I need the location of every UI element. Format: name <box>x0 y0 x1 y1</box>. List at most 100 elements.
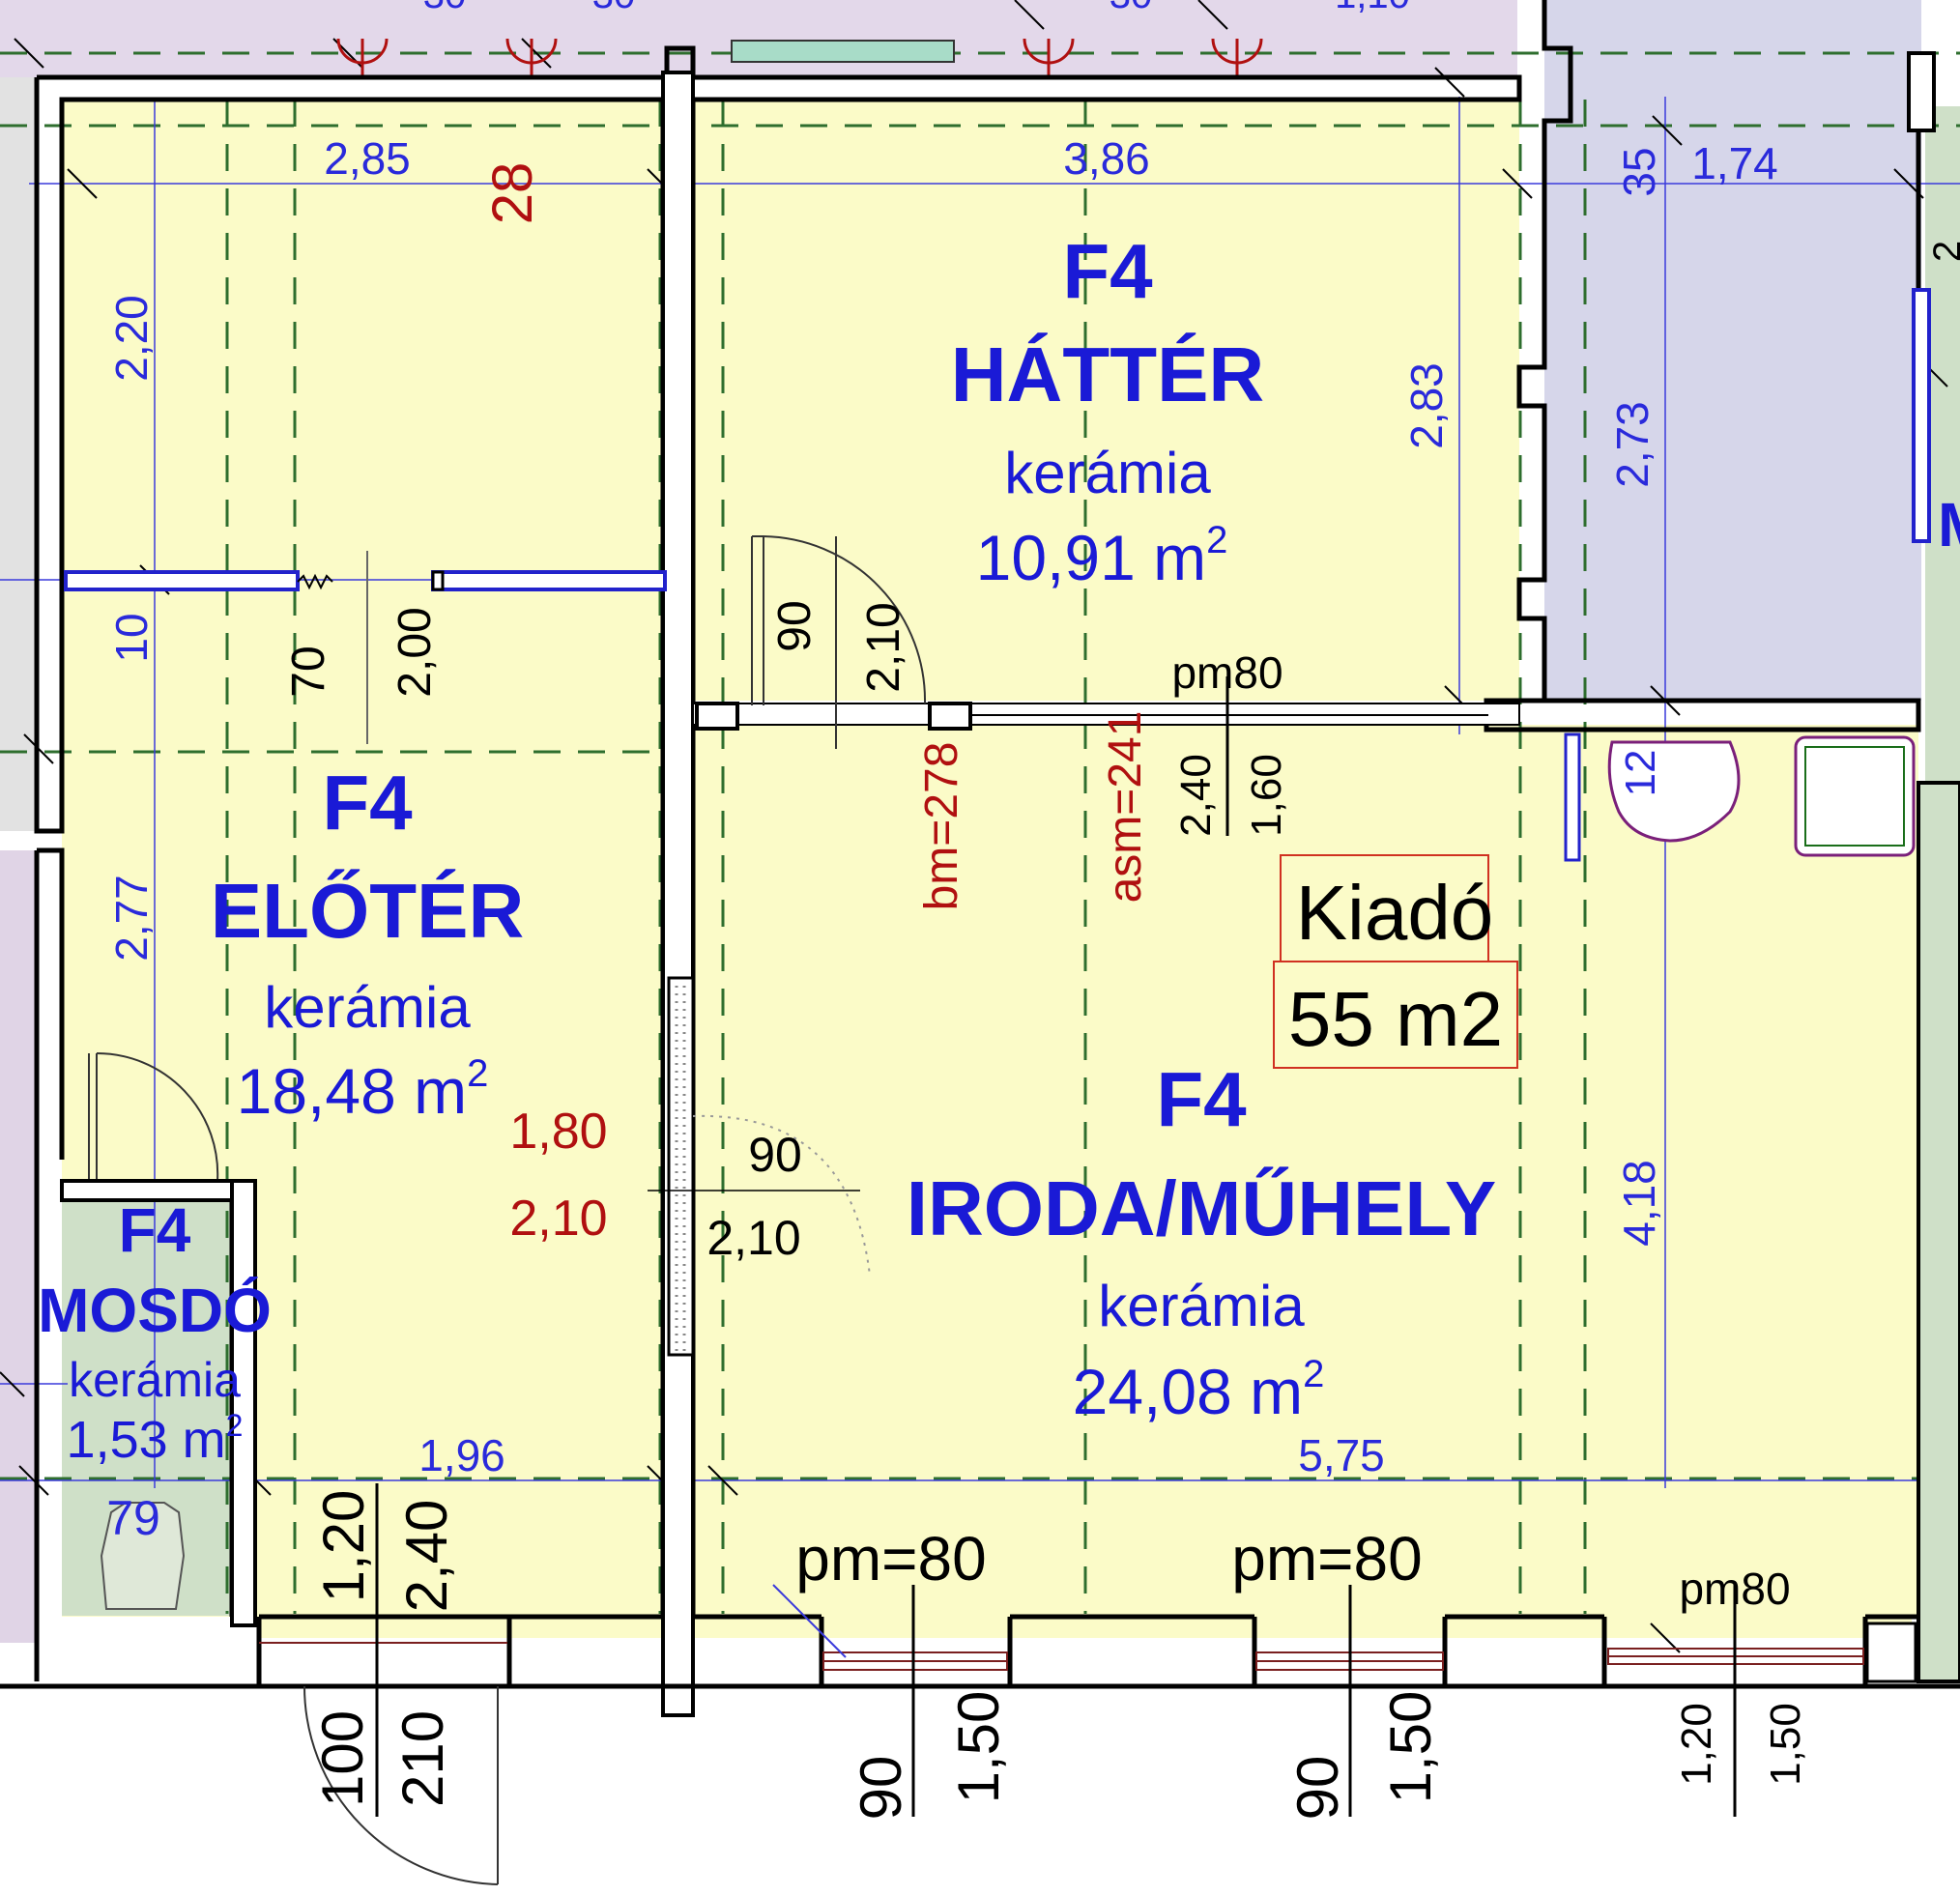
mosdo-area-exp: 2 <box>226 1408 244 1443</box>
eloter-area-exp: 2 <box>467 1052 488 1095</box>
hatter-name: HÁTTÉR <box>951 331 1264 417</box>
front-windows <box>822 1648 1864 1671</box>
entry-door-swing <box>303 1685 499 1885</box>
dim-eloter-lower-height: 2,77 <box>106 875 157 962</box>
dim-door-70: 70 <box>283 646 334 697</box>
dim-door-200: 2,00 <box>389 607 441 697</box>
dim-eloter-upper-height: 2,20 <box>106 295 157 382</box>
sale-label: Kiadó <box>1296 870 1494 956</box>
dim-wall-12: 12 <box>1617 750 1664 797</box>
top-door-swings <box>336 38 1263 77</box>
dim-top-partial-4: 1,10 <box>1335 0 1410 16</box>
dim-opening-90: 90 <box>748 1128 802 1182</box>
dim-top-partial-3: 30 <box>1110 0 1153 16</box>
dim-bm: bm=278 <box>916 742 967 911</box>
eloter-floor: kerámia <box>264 975 471 1040</box>
mosdo-floor: kerámia <box>69 1353 241 1407</box>
dim-pm80-mid: pm=80 <box>1231 1524 1422 1594</box>
eloter-partition-left <box>64 570 300 591</box>
mosdo-door <box>88 1051 219 1184</box>
front-pillar-right <box>1865 1622 1917 1683</box>
dim-win3-120: 1,20 <box>1673 1703 1720 1786</box>
wall-mid-block <box>661 71 695 1717</box>
hatter-area-exp: 2 <box>1206 519 1227 561</box>
dim-front-240: 2,40 <box>394 1500 459 1613</box>
dim-asm: asm=241 <box>1100 711 1151 904</box>
dim-pm80-left: pm=80 <box>795 1524 986 1594</box>
iroda-area-exp: 2 <box>1303 1353 1324 1395</box>
mosdo-area: 1,53 m2 <box>67 1408 244 1469</box>
dim-pm80-top: pm80 <box>1171 647 1283 698</box>
sale-area: 55 m2 <box>1288 976 1503 1062</box>
dim-right-room-height: 2,73 <box>1607 401 1657 488</box>
partition-post-left <box>695 702 739 731</box>
wall-right-lower <box>1917 781 1960 1683</box>
eloter-name: ELŐTÉR <box>211 868 524 954</box>
dim-red-28: 28 <box>481 162 544 225</box>
dim-top-hatter-width: 3,86 <box>1063 133 1150 184</box>
dim-top-eloter-width: 2,85 <box>324 133 411 184</box>
iroda-area: 24,08 m2 <box>1073 1353 1325 1427</box>
wall-right-blue-post <box>1912 288 1931 543</box>
window-diagonal <box>772 1584 847 1658</box>
dim-h240: 2,40 <box>1172 754 1220 837</box>
left-purple-strip <box>0 850 37 1643</box>
hatter-code: F4 <box>1062 228 1153 314</box>
dim-pm80-right: pm80 <box>1679 1564 1790 1614</box>
eloter-code: F4 <box>322 760 413 846</box>
dim-door-90-upper: 90 <box>769 600 821 651</box>
sliding-arc <box>692 1114 871 1277</box>
sale-box-bottom <box>1273 961 1518 1069</box>
mosdo-area-num: 1,53 m <box>67 1411 226 1469</box>
dim-win1-90: 90 <box>849 1756 913 1821</box>
edge-partial-letter: M <box>1938 490 1960 560</box>
top-vent-element <box>731 40 955 63</box>
dim-hatter-height: 2,83 <box>1401 362 1452 449</box>
dim-wall-10: 10 <box>106 613 157 662</box>
eloter-area: 18,48 m2 <box>237 1052 489 1127</box>
sink-inner <box>1804 746 1905 847</box>
eloter-partition-right-inner <box>431 570 445 591</box>
toilet-symbol <box>1607 740 1741 843</box>
dim-win1-150: 1,50 <box>946 1691 1011 1804</box>
iroda-name: IRODA/MŰHELY <box>907 1165 1496 1251</box>
dim-top-partial-2: 30 <box>592 0 636 16</box>
iroda-code: F4 <box>1156 1056 1247 1142</box>
dim-iroda-height: 4,18 <box>1614 1160 1664 1247</box>
dim-top-partial-1: 30 <box>423 0 467 16</box>
sink-symbol <box>1794 735 1916 857</box>
dim-top-right-width: 1,74 <box>1691 138 1778 188</box>
iroda-area-num: 24,08 m <box>1073 1356 1303 1427</box>
right-room-zone <box>1544 0 1921 701</box>
iroda-floor: kerámia <box>1098 1274 1305 1338</box>
top-neighbor-band <box>0 0 1517 77</box>
partition-post-mid <box>928 702 972 731</box>
dim-opening-210: 2,10 <box>706 1211 800 1265</box>
sliding-opening <box>667 976 695 1357</box>
dim-entry-100: 100 <box>310 1710 375 1807</box>
left-grey-strip <box>0 77 37 831</box>
dim-door-210-upper: 2,10 <box>858 602 909 692</box>
dim-red-180: 1,80 <box>509 1104 607 1160</box>
dim-win2-150: 1,50 <box>1378 1691 1443 1804</box>
iroda-partition-stub <box>1564 732 1581 862</box>
toilet-bowl <box>100 1502 186 1610</box>
dim-win2-90: 90 <box>1285 1756 1350 1821</box>
hatter-area-num: 10,91 m <box>976 522 1206 593</box>
dim-red-210: 2,10 <box>509 1191 607 1247</box>
eloter-partition-right <box>431 570 667 591</box>
window-ref-lines <box>375 676 1737 1817</box>
mosdo-name: MOSDÓ <box>38 1276 272 1345</box>
eloter-area-num: 18,48 m <box>237 1055 467 1127</box>
mosdo-wall-right <box>230 1179 257 1627</box>
dim-win3-150: 1,50 <box>1762 1703 1809 1786</box>
dim-top-right-small: 35 <box>1614 147 1664 196</box>
sale-box-top <box>1280 854 1489 962</box>
spring-symbol <box>297 573 333 590</box>
hatter-door <box>751 535 927 749</box>
wall-right-pillar <box>1907 51 1936 132</box>
dim-bottom-575: 5,75 <box>1298 1430 1385 1480</box>
front-wall <box>0 1614 1960 1689</box>
hatter-area: 10,91 m2 <box>976 519 1228 593</box>
